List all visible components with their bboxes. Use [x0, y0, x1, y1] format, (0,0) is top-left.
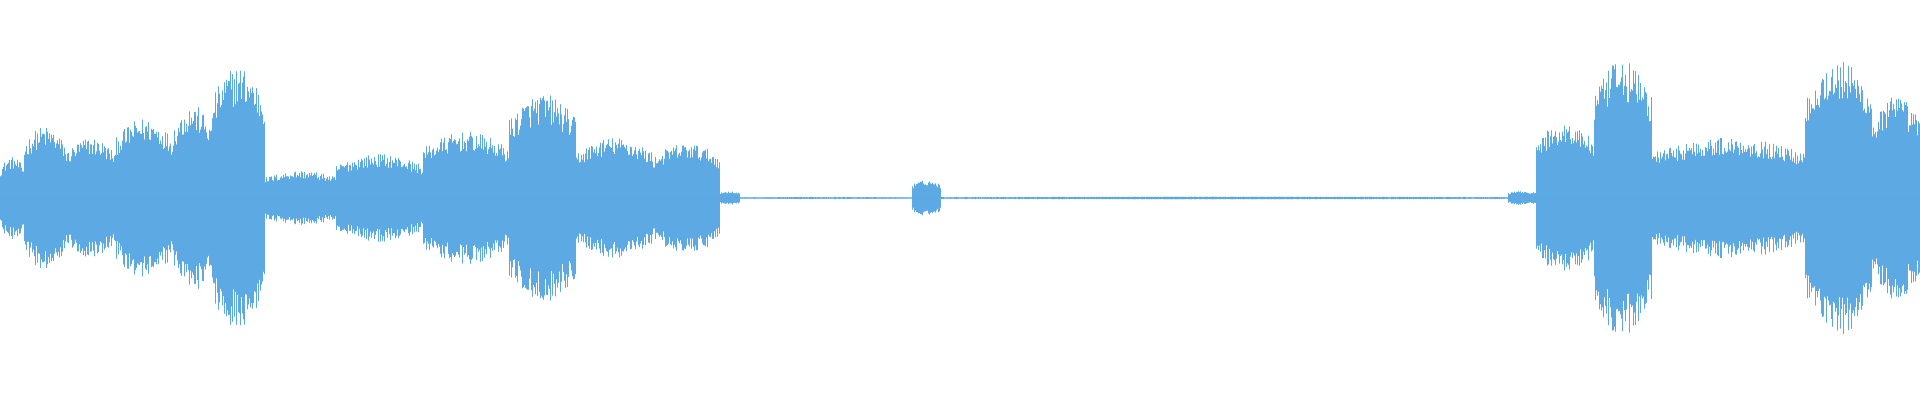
waveform-bars — [0, 62, 1920, 334]
